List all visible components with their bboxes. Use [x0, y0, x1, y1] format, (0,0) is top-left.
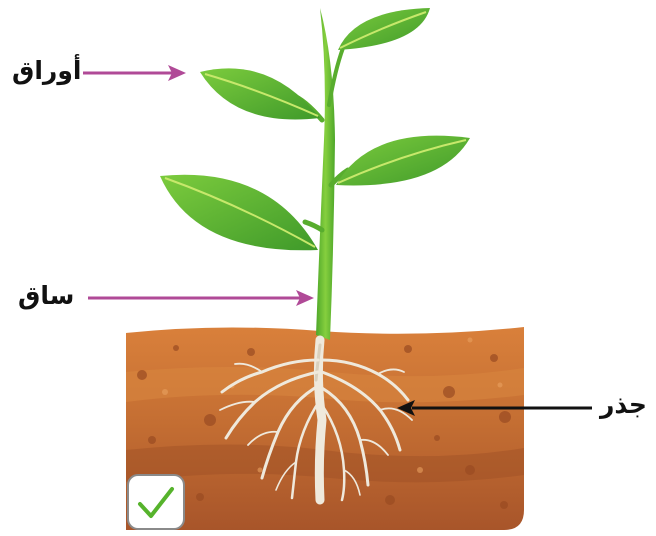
stem-pointer-arrow [88, 290, 314, 306]
leaves [160, 8, 470, 250]
label-stem: ساق [18, 283, 74, 308]
leaf-upper-left [200, 68, 320, 119]
stem [292, 8, 348, 340]
leaf-lower-left [160, 175, 318, 251]
label-leaves: أوراق [12, 58, 81, 83]
check-icon [129, 476, 183, 528]
answer-checkbox[interactable] [127, 474, 185, 530]
leaves-pointer-arrow [83, 65, 186, 81]
label-root: جذر [600, 392, 647, 417]
